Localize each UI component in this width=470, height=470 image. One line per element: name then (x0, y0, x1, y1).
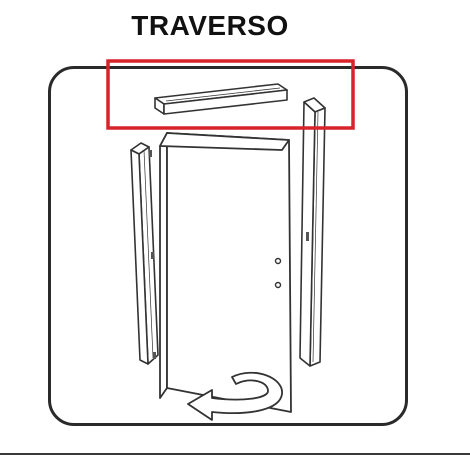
left-jamb (130, 142, 159, 365)
traverso-highlight-box (106, 59, 355, 130)
bottom-divider (0, 453, 470, 455)
diagram-title: TRAVERSO (131, 10, 289, 41)
left-jamb-hinges (149, 150, 156, 359)
door-leaf (159, 132, 292, 413)
right-jamb-strike (306, 232, 309, 241)
rotate-arrow-icon (187, 371, 283, 421)
door-lock-cylinders (274, 257, 282, 289)
right-jamb (299, 97, 326, 367)
traverso-crossbar (154, 83, 288, 115)
